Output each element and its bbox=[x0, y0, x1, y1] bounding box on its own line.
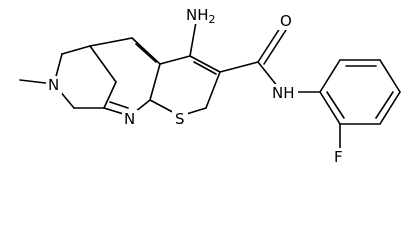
pyridine-nitrogen-label: N bbox=[124, 110, 135, 128]
carbonyl-oxygen-label: O bbox=[280, 12, 292, 30]
bond bbox=[263, 29, 287, 65]
bond bbox=[219, 61, 259, 73]
bond bbox=[159, 55, 191, 65]
amide-nh-label: NH bbox=[272, 84, 295, 102]
bond bbox=[89, 37, 133, 47]
bond bbox=[319, 59, 341, 93]
bond bbox=[326, 91, 345, 119]
bond bbox=[189, 55, 221, 73]
bond bbox=[89, 45, 117, 83]
chemical-structure-diagram: NH2 O NH F S N N bbox=[19, 4, 401, 166]
bond bbox=[149, 63, 161, 101]
bonds bbox=[19, 21, 401, 155]
bond bbox=[379, 91, 401, 125]
sulfur-label: S bbox=[175, 110, 185, 128]
fluorine-label: F bbox=[334, 148, 343, 166]
atom-labels: NH2 O NH F S N N bbox=[46, 4, 346, 166]
bond bbox=[319, 91, 341, 125]
bond bbox=[257, 27, 281, 63]
amine-label: NH2 bbox=[186, 6, 216, 26]
bond bbox=[131, 37, 161, 65]
bond bbox=[205, 71, 221, 109]
structure-canvas: NH2 O NH F S N N bbox=[19, 4, 401, 166]
bond bbox=[109, 101, 129, 109]
bond bbox=[189, 21, 197, 57]
bond bbox=[103, 81, 117, 109]
bond bbox=[193, 61, 217, 75]
bond bbox=[379, 59, 401, 93]
bond bbox=[61, 45, 91, 55]
bond bbox=[375, 91, 394, 119]
ring-nitrogen-label: N bbox=[48, 76, 59, 94]
bond bbox=[135, 43, 157, 63]
